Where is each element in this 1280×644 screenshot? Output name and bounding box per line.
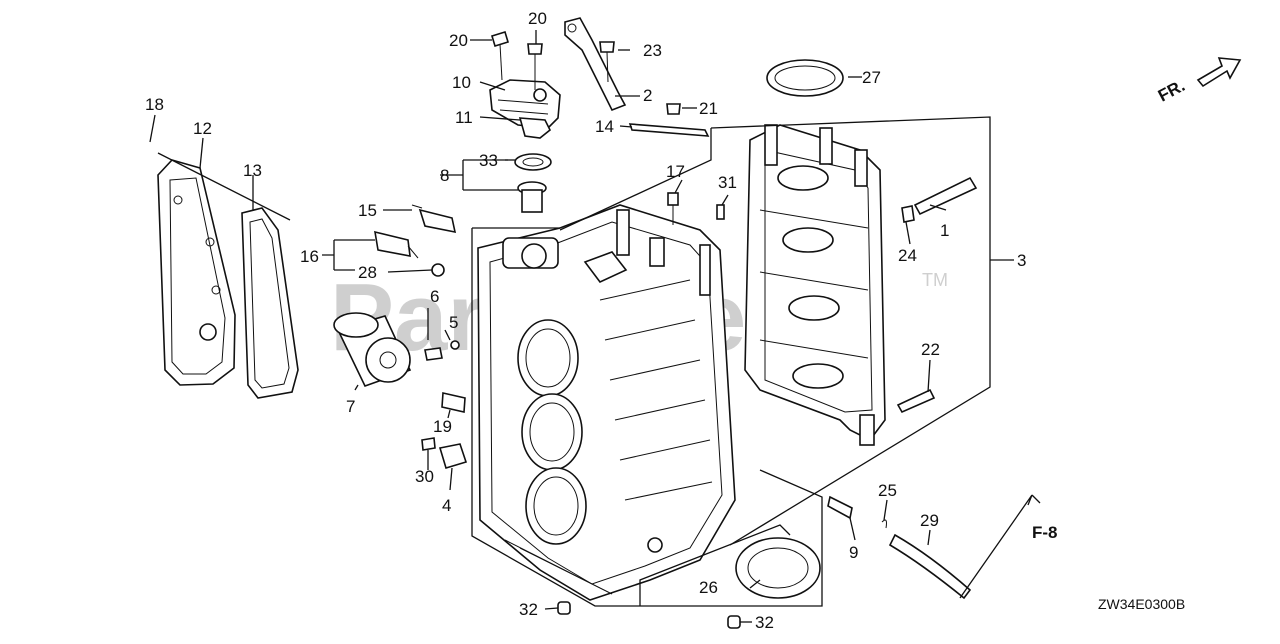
pin-31 bbox=[716, 204, 725, 220]
exhaust-cover bbox=[157, 159, 236, 386]
callout-25: 25 bbox=[878, 481, 897, 500]
cover-gasket bbox=[241, 207, 299, 399]
block-bracket bbox=[471, 228, 823, 607]
callout-26: 26 bbox=[699, 578, 718, 597]
thermostat bbox=[517, 181, 547, 213]
callout-11: 11 bbox=[455, 108, 473, 127]
sensor-15 bbox=[411, 204, 457, 234]
callout-28: 28 bbox=[358, 263, 377, 282]
plug-32-right bbox=[727, 615, 741, 629]
callout-3: 3 bbox=[1017, 251, 1026, 270]
leader-16 bbox=[322, 239, 375, 271]
callout-10: 10 bbox=[452, 73, 471, 92]
plug-32-left bbox=[557, 601, 571, 615]
bolt-30 bbox=[421, 437, 436, 451]
callout-32-right: 32 bbox=[755, 613, 774, 632]
hose-29 bbox=[888, 533, 972, 600]
seal-33 bbox=[514, 153, 552, 171]
callout-23: 23 bbox=[643, 41, 662, 60]
callout-20-right: 20 bbox=[528, 9, 547, 28]
callout-13: 13 bbox=[243, 161, 262, 180]
callout-22: 22 bbox=[921, 340, 940, 359]
callout-numbers: 1 2 3 4 5 6 7 8 9 10 11 12 13 14 15 16 1… bbox=[145, 9, 1026, 632]
trademark-text: TM bbox=[922, 270, 948, 290]
clip-25 bbox=[881, 519, 887, 529]
callout-20-left: 20 bbox=[449, 31, 468, 50]
seal-27 bbox=[766, 59, 844, 97]
callout-6: 6 bbox=[430, 287, 439, 306]
oil-filter bbox=[333, 312, 412, 387]
fitting-19 bbox=[441, 392, 466, 413]
callout-1: 1 bbox=[940, 221, 949, 240]
reference-label: F-8 bbox=[1032, 523, 1058, 542]
callout-27: 27 bbox=[862, 68, 881, 87]
washer-24 bbox=[901, 205, 915, 223]
sensor-16 bbox=[374, 230, 419, 259]
leader-3 bbox=[710, 116, 991, 546]
callout-17: 17 bbox=[666, 162, 685, 181]
callout-7: 7 bbox=[346, 397, 355, 416]
callout-21: 21 bbox=[699, 99, 718, 118]
bearing-26 bbox=[735, 537, 821, 599]
bolt-23 bbox=[599, 41, 615, 83]
leader-8 bbox=[440, 159, 518, 191]
callout-19: 19 bbox=[433, 417, 452, 436]
bolt-20-left bbox=[491, 30, 509, 81]
bolt-6 bbox=[424, 347, 443, 361]
callout-33: 33 bbox=[479, 151, 498, 170]
crankcase bbox=[744, 124, 886, 446]
bolt-21 bbox=[666, 103, 681, 115]
callout-15: 15 bbox=[358, 201, 377, 220]
arrow-f8 bbox=[959, 494, 1041, 599]
callout-29: 29 bbox=[920, 511, 939, 530]
bolt-20-right bbox=[527, 43, 543, 90]
callout-24: 24 bbox=[898, 246, 917, 265]
cylinder-block bbox=[477, 204, 736, 601]
plug-4 bbox=[438, 443, 468, 469]
callout-18: 18 bbox=[145, 95, 164, 114]
bolt-1 bbox=[913, 176, 978, 216]
callout-16: 16 bbox=[300, 247, 319, 266]
front-direction-indicator: FR. bbox=[1155, 57, 1242, 106]
callout-5: 5 bbox=[449, 313, 458, 332]
bracket-2 bbox=[564, 17, 627, 112]
callout-14: 14 bbox=[595, 117, 614, 136]
thermostat-cover bbox=[489, 79, 561, 139]
callout-4: 4 bbox=[442, 496, 451, 515]
callout-31: 31 bbox=[718, 173, 737, 192]
callout-8: 8 bbox=[440, 166, 449, 185]
callout-32-left: 32 bbox=[519, 600, 538, 619]
bolt-17 bbox=[667, 192, 679, 225]
callout-12: 12 bbox=[193, 119, 212, 138]
callout-30: 30 bbox=[415, 467, 434, 486]
callout-2: 2 bbox=[643, 86, 652, 105]
plate-14 bbox=[628, 123, 710, 137]
leader-lines bbox=[149, 30, 1014, 623]
callout-9: 9 bbox=[849, 543, 858, 562]
bolt-9 bbox=[827, 495, 853, 520]
washer-5 bbox=[450, 340, 460, 350]
svg-text:FR.: FR. bbox=[1155, 76, 1188, 106]
drawing-code: ZW34E0300B bbox=[1098, 596, 1185, 612]
washer-28 bbox=[431, 263, 445, 277]
bolt-22 bbox=[896, 388, 936, 414]
